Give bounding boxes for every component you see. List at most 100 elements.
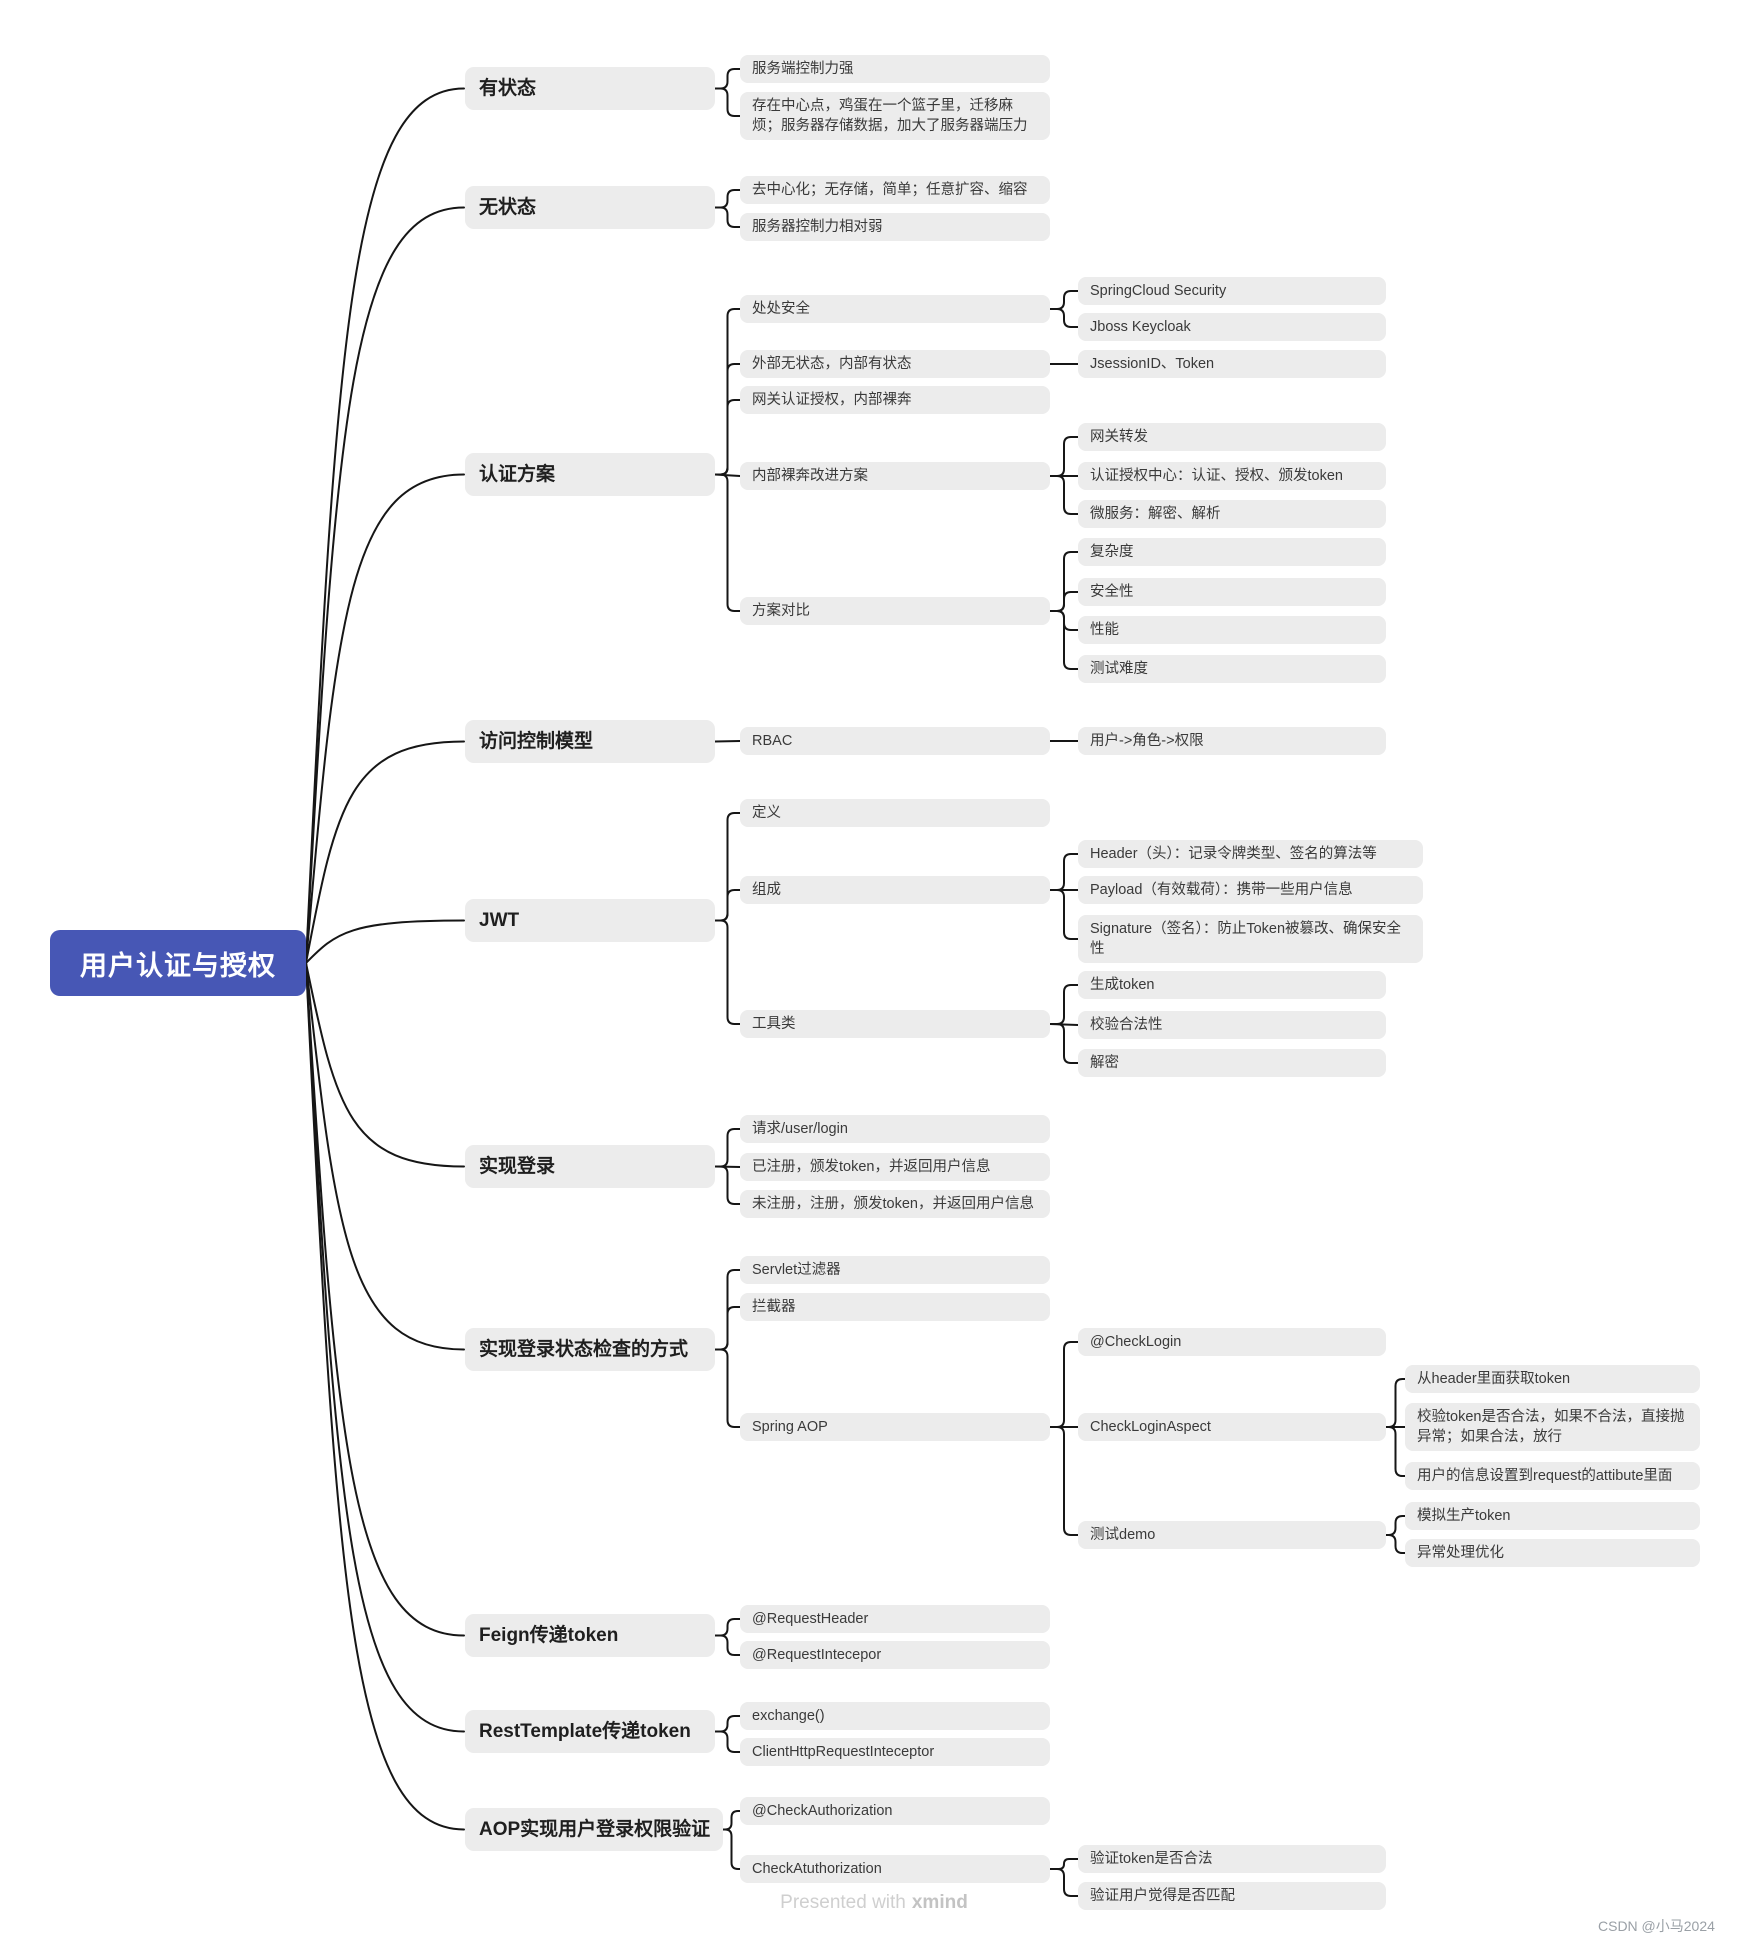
connector [1049,610,1079,670]
topic-node[interactable]: Payload（有效载荷）：携带一些用户信息 [1078,876,1423,904]
topic-node[interactable]: AOP实现用户登录权限验证 [465,1808,723,1851]
topic-node[interactable]: 处处安全 [740,295,1050,323]
topic-node[interactable]: 测试难度 [1078,655,1386,683]
topic-node[interactable]: Jboss Keycloak [1078,313,1386,341]
topic-node[interactable]: 认证授权中心：认证、授权、颁发token [1078,462,1386,490]
connector [305,919,465,964]
topic-node[interactable]: 解密 [1078,1049,1386,1077]
connector [1385,1378,1406,1428]
root-topic[interactable]: 用户认证与授权 [50,930,306,996]
topic-node[interactable]: 性能 [1078,616,1386,644]
topic-node[interactable]: 用户->角色->权限 [1078,727,1386,755]
topic-node[interactable]: 实现登录状态检查的方式 [465,1328,715,1371]
topic-node[interactable]: 网关认证授权，内部裸奔 [740,386,1050,414]
csdn-credit: CSDN @小马2024 [1598,1918,1715,1934]
topic-node[interactable]: Header（头）：记录令牌类型、签名的算法等 [1078,840,1423,868]
topic-node[interactable]: Servlet过滤器 [740,1256,1050,1284]
topic-node[interactable]: ClientHttpRequestInteceptor [740,1738,1050,1766]
connector [1049,1426,1079,1536]
topic-node[interactable]: 实现登录 [465,1145,715,1188]
topic-node[interactable]: 拦截器 [740,1293,1050,1321]
connector [1385,1515,1406,1536]
topic-node[interactable]: 访问控制模型 [465,720,715,763]
topic-node[interactable]: JsessionID、Token [1078,350,1386,378]
topic-node[interactable]: 用户的信息设置到request的attibute里面 [1405,1462,1700,1490]
topic-node[interactable]: 已注册，颁发token，并返回用户信息 [740,1153,1050,1181]
topic-node[interactable]: Signature（签名）：防止Token被篡改、确保安全性 [1078,915,1423,963]
topic-node[interactable]: 服务端控制力强 [740,55,1050,83]
topic-node[interactable]: @RequestHeader [740,1605,1050,1633]
topic-node[interactable]: 存在中心点，鸡蛋在一个篮子里，迁移麻烦；服务器存储数据，加大了服务器端压力 [740,92,1050,140]
topic-node[interactable]: 组成 [740,876,1050,904]
topic-node[interactable]: 外部无状态，内部有状态 [740,350,1050,378]
connector [714,68,741,90]
connector [1049,1023,1079,1064]
connector [1049,290,1079,310]
topic-node[interactable]: 未注册，注册，颁发token，并返回用户信息 [740,1190,1050,1218]
connector [714,473,741,612]
topic-node[interactable]: Feign传递token [465,1614,715,1657]
connector [714,189,741,209]
topic-node[interactable]: 微服务：解密、解析 [1078,500,1386,528]
topic-node[interactable]: 模拟生产token [1405,1502,1700,1530]
connector [305,740,465,964]
topic-node[interactable]: 从header里面获取token [1405,1365,1700,1393]
connector [1049,853,1079,891]
topic-node[interactable]: 校验合法性 [1078,1011,1386,1039]
connector [714,1165,741,1205]
connector [1385,1534,1406,1554]
topic-node[interactable]: 认证方案 [465,453,715,496]
topic-node[interactable]: JWT [465,899,715,942]
topic-node[interactable]: CheckLoginAspect [1078,1413,1386,1441]
topic-node[interactable]: 去中心化；无存储，简单；任意扩容、缩容 [740,176,1050,204]
connector [714,740,741,743]
topic-node[interactable]: @RequestIntecepor [740,1641,1050,1669]
topic-node[interactable]: 无状态 [465,186,715,229]
topic-node[interactable]: exchange() [740,1702,1050,1730]
connector [1049,1858,1079,1870]
connector [305,962,465,1168]
connector [1049,591,1079,612]
topic-node[interactable]: @CheckLogin [1078,1328,1386,1356]
topic-node[interactable]: 服务器控制力相对弱 [740,213,1050,241]
topic-node[interactable]: 内部裸奔改进方案 [740,462,1050,490]
topic-node[interactable]: SpringCloud Security [1078,277,1386,305]
connector [1049,436,1079,477]
topic-node[interactable]: RestTemplate传递token [465,1710,715,1753]
topic-node[interactable]: @CheckAuthorization [740,1797,1050,1825]
topic-node[interactable]: CheckAtuthorization [740,1855,1050,1883]
topic-node[interactable]: 安全性 [1078,578,1386,606]
topic-node[interactable]: 复杂度 [1078,538,1386,566]
topic-node[interactable]: Spring AOP [740,1413,1050,1441]
topic-node[interactable]: 验证用户觉得是否匹配 [1078,1882,1386,1910]
topic-node[interactable]: 有状态 [465,67,715,110]
connector [305,87,465,964]
topic-node[interactable]: 网关转发 [1078,423,1386,451]
connector [722,1828,741,1870]
topic-node[interactable]: 请求/user/login [740,1115,1050,1143]
connector [714,399,741,476]
connector [1049,1341,1079,1428]
connector [714,1715,741,1733]
connector [305,962,465,1637]
topic-node[interactable]: 校验token是否合法，如果不合法，直接抛异常；如果合法，放行 [1405,1403,1700,1451]
topic-node[interactable]: 异常处理优化 [1405,1539,1700,1567]
connector [722,1810,741,1831]
topic-node[interactable]: 验证token是否合法 [1078,1845,1386,1873]
connector [714,1348,741,1428]
connector [1385,1426,1406,1477]
topic-node[interactable]: 生成token [1078,971,1386,999]
watermark-brand: xmind [911,1892,968,1913]
connector [305,962,465,1831]
topic-node[interactable]: RBAC [740,727,1050,755]
topic-node[interactable]: 工具类 [740,1010,1050,1038]
topic-node[interactable]: 测试demo [1078,1521,1386,1549]
topic-node[interactable]: 方案对比 [740,597,1050,625]
topic-node[interactable]: 定义 [740,799,1050,827]
connector [305,962,465,1733]
connector [1049,308,1079,328]
connector [714,87,741,117]
